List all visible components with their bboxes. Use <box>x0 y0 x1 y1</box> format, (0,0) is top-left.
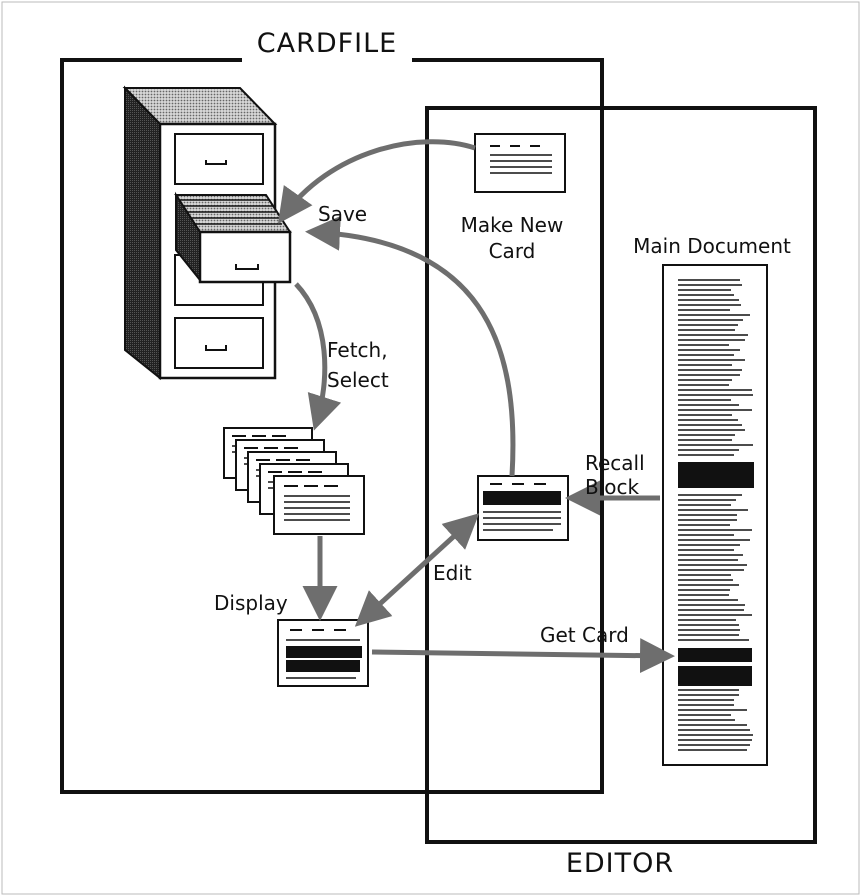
edit-label: Edit <box>433 561 472 585</box>
main-document-icon <box>663 265 767 765</box>
recall-label-2: Block <box>585 475 640 499</box>
card-stack-icon <box>224 428 364 534</box>
recall-label-1: Recall <box>585 451 645 475</box>
fetch-select-arrow <box>296 284 325 424</box>
save-new-card-arrow <box>282 142 475 218</box>
save-label: Save <box>318 202 367 226</box>
edit-card-icon <box>478 476 568 540</box>
editor-title: EDITOR <box>566 848 674 879</box>
filing-cabinet-icon <box>125 88 290 378</box>
get-card-label: Get Card <box>540 623 629 647</box>
make-new-card-label-1: Make New <box>461 213 564 237</box>
get-card-arrow <box>372 652 668 656</box>
display-card-icon <box>278 620 368 686</box>
make-new-card-label-2: Card <box>489 239 536 263</box>
fetch-label-2: Select <box>327 368 389 392</box>
new-card-icon <box>475 134 565 192</box>
cardfile-title: CARDFILE <box>257 28 397 59</box>
main-document-label: Main Document <box>633 234 791 258</box>
fetch-label-1: Fetch, <box>327 338 388 362</box>
display-label: Display <box>214 591 288 615</box>
